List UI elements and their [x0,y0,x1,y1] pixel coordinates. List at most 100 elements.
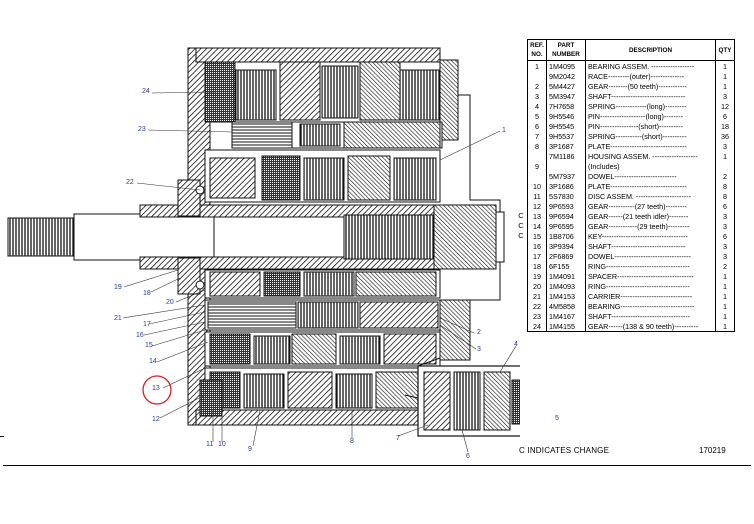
ref-cell: 9 [527,161,547,171]
ref-cell: 13 [527,211,547,221]
ref-cell: 11 [527,191,547,201]
callout-6: 6 [466,453,470,460]
drawing-number: 170219 [699,446,726,455]
ref-cell: 4 [527,101,547,111]
ref-cell [527,171,547,181]
change-mark: C [518,221,524,230]
callout-22: 22 [126,179,134,186]
part-number-cell: 1M4095 [546,60,586,71]
table-row: 9 (Includes) [527,161,735,171]
part-number-cell: 5M3947 [546,91,586,101]
callout-13: 13 [152,385,160,392]
ref-cell: 21 [527,291,547,301]
description-cell: (Includes) [585,161,716,171]
callout-16: 16 [136,332,144,339]
qty-cell: 3 [715,211,735,221]
ref-cell: 17 [527,251,547,261]
description-cell: CARRIER------------------------------ [585,291,716,301]
part-number-cell: 1M4167 [546,311,586,321]
part-number-cell: 3P9394 [546,241,586,251]
ref-cell: 18 [527,261,547,271]
qty-cell: 6 [715,231,735,241]
description-cell: SPRING-------------(long)--------- [585,101,716,111]
description-cell: PIN----------------(short)---------- [585,121,716,131]
ref-cell [527,71,547,81]
part-number-cell: 2F6869 [546,251,586,261]
qty-cell: 8 [715,191,735,201]
part-number-cell: 9M2042 [546,71,586,81]
callout-14: 14 [149,358,157,365]
highlight-circle [142,375,172,405]
ref-cell: 5 [527,111,547,121]
part-number-cell: 1M4155 [546,321,586,332]
qty-cell [715,161,735,171]
description-cell: RING----------------------------------- [585,281,716,291]
part-number-cell: 9H5545 [546,121,586,131]
callout-12: 12 [152,416,160,423]
ref-cell: 7 [527,131,547,141]
qty-cell: 3 [715,141,735,151]
ref-cell: 20 [527,281,547,291]
qty-cell: 1 [715,291,735,301]
ref-cell: 8 [527,141,547,151]
description-cell: RACE---------(outer)-------------- [585,71,716,81]
part-number-cell: 6F155 [546,261,586,271]
qty-cell: 36 [715,131,735,141]
part-number-cell [546,161,586,171]
callout-23: 23 [138,126,146,133]
description-cell: DISC ASSEM. ----------------------- [585,191,716,201]
qty-cell: 2 [715,171,735,181]
qty-cell: 3 [715,91,735,101]
qty-cell: 1 [715,281,735,291]
qty-cell: 1 [715,311,735,321]
header-description: DESCRIPTION [585,39,716,61]
description-cell: HOUSING ASSEM. ------------------- [585,151,716,161]
qty-cell: 18 [715,121,735,131]
ref-cell: 16 [527,241,547,251]
callout-10: 10 [218,441,226,448]
ref-cell: 23 [527,311,547,321]
callout-7: 7 [396,435,400,442]
header-part-number: PART NUMBER [546,39,586,61]
callout-2: 2 [477,329,481,336]
description-cell: DOWEL-------------------------------- [585,251,716,261]
qty-cell: 3 [715,251,735,261]
description-cell: SHAFT------------------------------- [585,91,716,101]
description-cell: KEY------------------------------------ [585,231,716,241]
ref-cell: 1 [527,60,547,71]
qty-cell: 1 [715,151,735,161]
header-qty: QTY [715,39,735,61]
ref-cell: 19 [527,271,547,281]
callout-8: 8 [350,438,354,445]
description-cell: BEARING------------------------------- [585,301,716,311]
description-cell: SPRING-----------(short)---------- [585,131,716,141]
description-cell: SHAFT--------------------------------- [585,311,716,321]
part-number-cell: 5S7830 [546,191,586,201]
part-number-cell: 9P6594 [546,211,586,221]
description-cell: DOWEL-------------------------- [585,171,716,181]
callout-3: 3 [477,346,481,353]
qty-cell: 3 [715,221,735,231]
description-cell: PIN-------------------(long)-------- [585,111,716,121]
qty-cell: 1 [715,71,735,81]
ref-cell: 24 [527,321,547,332]
callout-24: 24 [142,88,150,95]
